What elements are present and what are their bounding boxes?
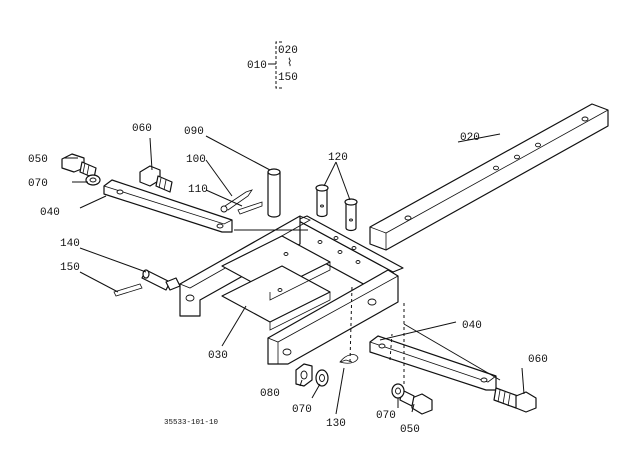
label-020: 020 xyxy=(460,132,480,144)
label-090: 090 xyxy=(184,126,204,138)
label-060-upper: 060 xyxy=(132,123,152,135)
label-110: 110 xyxy=(188,184,208,196)
label-080: 080 xyxy=(260,388,280,400)
label-030: 030 xyxy=(208,350,228,362)
nut-080 xyxy=(295,363,313,387)
range-bracket xyxy=(275,41,282,89)
frame-030 xyxy=(179,215,404,365)
plate-040-upper xyxy=(103,179,233,233)
range-from: 020 xyxy=(278,45,298,57)
bolt-060-upper xyxy=(139,165,173,193)
label-120: 120 xyxy=(328,152,348,164)
washer-070-lower xyxy=(391,383,405,399)
label-040-lower: 040 xyxy=(462,320,482,332)
pin-090 xyxy=(267,168,281,218)
label-130: 130 xyxy=(326,418,346,430)
plate-040-lower xyxy=(369,335,497,391)
leader-lines xyxy=(64,133,525,415)
part-labels: 050 070 040 060 090 100 110 120 020 140 … xyxy=(28,123,548,436)
clip-150 xyxy=(113,283,143,297)
label-150: 150 xyxy=(60,262,80,274)
pin-140 xyxy=(141,269,181,291)
label-050-upper: 050 xyxy=(28,154,48,166)
label-070-middle: 070 xyxy=(292,404,312,416)
label-140: 140 xyxy=(60,238,80,250)
bolt-060-lower xyxy=(493,387,537,413)
label-070-lower: 070 xyxy=(376,410,396,422)
range-to: 150 xyxy=(278,72,298,84)
clip-130 xyxy=(339,354,359,364)
range-group: 010 020 ⌇ 150 xyxy=(247,41,298,89)
washer-070-middle xyxy=(315,369,329,387)
pin-120-left xyxy=(315,184,329,218)
clip-100 xyxy=(220,189,253,213)
bolt-050-lower xyxy=(399,389,433,415)
label-070-upper: 070 xyxy=(28,178,48,190)
drawing-number: 35533-101-10 xyxy=(164,419,219,427)
pin-120-right xyxy=(344,198,358,232)
pin-110 xyxy=(237,201,263,215)
range-group-label: 010 xyxy=(247,60,267,72)
label-040-upper: 040 xyxy=(40,207,60,219)
range-mark: ⌇ xyxy=(287,57,292,70)
label-050-lower: 050 xyxy=(400,424,420,436)
label-060-lower: 060 xyxy=(528,354,548,366)
drawbar-020 xyxy=(369,103,609,251)
label-100: 100 xyxy=(186,154,206,166)
washer-070-upper xyxy=(85,174,101,186)
